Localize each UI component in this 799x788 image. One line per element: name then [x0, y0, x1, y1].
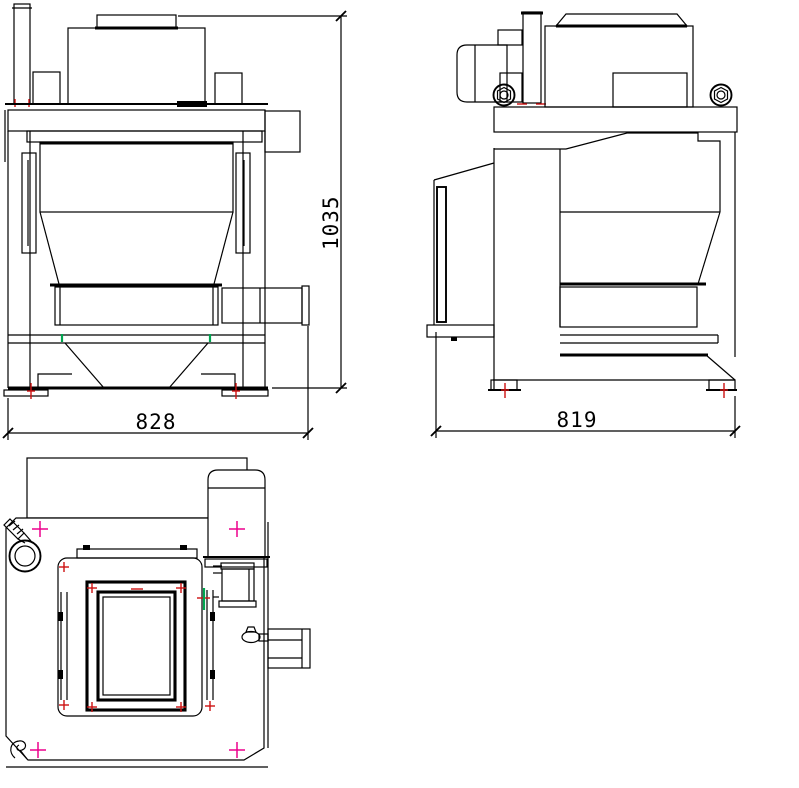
side-pipe: [517, 11, 546, 105]
dim-label-828: 828: [136, 410, 177, 434]
anchor-mark: [232, 383, 240, 399]
dimension-front-height: 1035: [178, 10, 347, 394]
front-outlet-pipe: [221, 285, 310, 326]
front-beam: [7, 109, 266, 132]
front-base: [3, 383, 269, 399]
side-upper-body: [544, 13, 694, 108]
front-left-latch: [21, 152, 37, 254]
dimension-front-width: 828: [2, 326, 314, 440]
dim-label-1035: 1035: [319, 195, 343, 250]
red-crosses: [59, 562, 215, 712]
front-right-block: [214, 72, 243, 105]
front-deck-bar: [177, 101, 207, 107]
front-discharge-drum: [54, 286, 219, 326]
front-lower-hopper: [37, 342, 236, 389]
anchor-mark: [501, 383, 509, 398]
plan-lock-box: [213, 562, 257, 608]
side-view: [426, 11, 738, 398]
anchor-mark: [27, 383, 35, 399]
plan-pipe-hole: [8, 539, 42, 573]
magenta-crosses: [30, 521, 245, 758]
side-motor: [456, 29, 523, 103]
front-right-latch: [235, 152, 251, 254]
red-cross: [176, 583, 186, 593]
red-cross: [87, 702, 97, 712]
front-right-hanger: [264, 110, 301, 153]
red-cross: [87, 583, 97, 593]
plan-clamp-handle: [241, 626, 311, 669]
dimension-side-depth: 819: [430, 332, 741, 438]
red-cross: [205, 701, 215, 711]
magenta-cross: [229, 521, 245, 537]
front-motor: [67, 14, 206, 105]
front-left-block: [32, 71, 61, 105]
front-tank: [39, 141, 234, 287]
side-door-panel: [426, 162, 495, 341]
eye-bolt-right: [709, 83, 733, 107]
red-cross: [59, 562, 69, 572]
dim-label-819: 819: [557, 408, 598, 432]
anchor-mark: [720, 383, 728, 398]
side-lower-body: [493, 132, 736, 390]
front-base-rails: [8, 334, 265, 344]
front-exhaust-pipe: [5, 3, 34, 107]
plan-motor: [203, 469, 270, 568]
front-sub-plate: [26, 130, 263, 143]
side-top-plate: [493, 106, 738, 133]
eye-bolt-left: [492, 83, 516, 107]
red-cross: [59, 700, 69, 710]
plan-door-frame: [57, 545, 215, 717]
front-columns: [7, 131, 266, 388]
magenta-cross: [32, 521, 48, 537]
corner-swirl-symbol: [10, 740, 28, 760]
corner-weld-symbol: [3, 518, 32, 544]
front-view: [3, 3, 310, 399]
magenta-cross: [30, 742, 46, 758]
magenta-cross: [229, 742, 245, 758]
plan-view: [3, 457, 311, 768]
side-base: [488, 379, 737, 398]
red-cross: [176, 702, 186, 712]
